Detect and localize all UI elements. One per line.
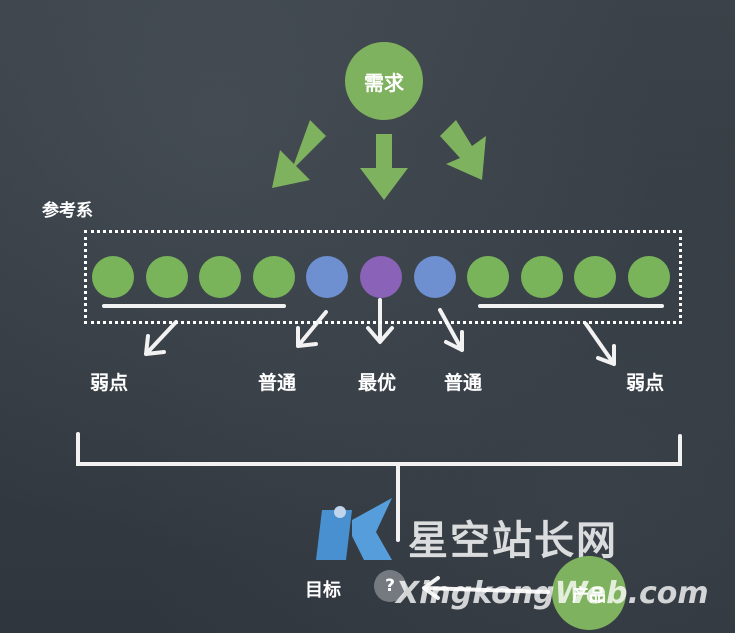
reference-frame-box — [84, 230, 682, 324]
reference-dot — [628, 256, 670, 298]
product-arrow — [422, 576, 550, 600]
reference-dot — [306, 256, 348, 298]
demand-node: 需求 — [345, 42, 423, 120]
arrow-product-to-question — [422, 576, 550, 600]
product-node: 产品 — [552, 556, 626, 630]
reference-dot — [467, 256, 509, 298]
label-weak-right: 弱点 — [626, 372, 665, 394]
bracket — [76, 432, 682, 542]
product-label: 产品 — [572, 585, 606, 606]
label-weak-left: 弱点 — [90, 372, 129, 394]
white-arrows — [144, 298, 616, 366]
reference-dot — [92, 256, 134, 298]
arrow-weak-right — [584, 322, 616, 366]
watermark-url: XingkongWeb.com — [396, 576, 709, 611]
arrow-normal-right — [438, 308, 464, 352]
reference-dot — [414, 256, 456, 298]
bracket-line — [76, 432, 682, 466]
reference-dot — [574, 256, 616, 298]
arrow-center-green — [360, 134, 408, 200]
arrow-right-green — [440, 120, 486, 180]
reference-dot — [146, 256, 188, 298]
reference-dot — [199, 256, 241, 298]
green-arrows — [272, 120, 486, 200]
reference-dot — [360, 256, 402, 298]
watermark-logo — [316, 498, 392, 560]
reference-dot — [521, 256, 563, 298]
arrow-best — [366, 298, 394, 344]
label-normal-right: 普通 — [444, 372, 483, 394]
demand-label: 需求 — [364, 70, 404, 95]
reference-frame-label: 参考系 — [42, 201, 93, 221]
arrow-normal-left — [296, 310, 328, 348]
arrow-weak-left — [144, 320, 178, 356]
question-mark: ? — [385, 576, 395, 596]
label-best: 最优 — [358, 372, 397, 394]
arrow-left-green — [272, 120, 326, 188]
label-normal-left: 普通 — [258, 372, 297, 394]
reference-dot — [253, 256, 295, 298]
question-node: ? — [374, 570, 406, 602]
target-label: 目标 — [305, 580, 341, 601]
